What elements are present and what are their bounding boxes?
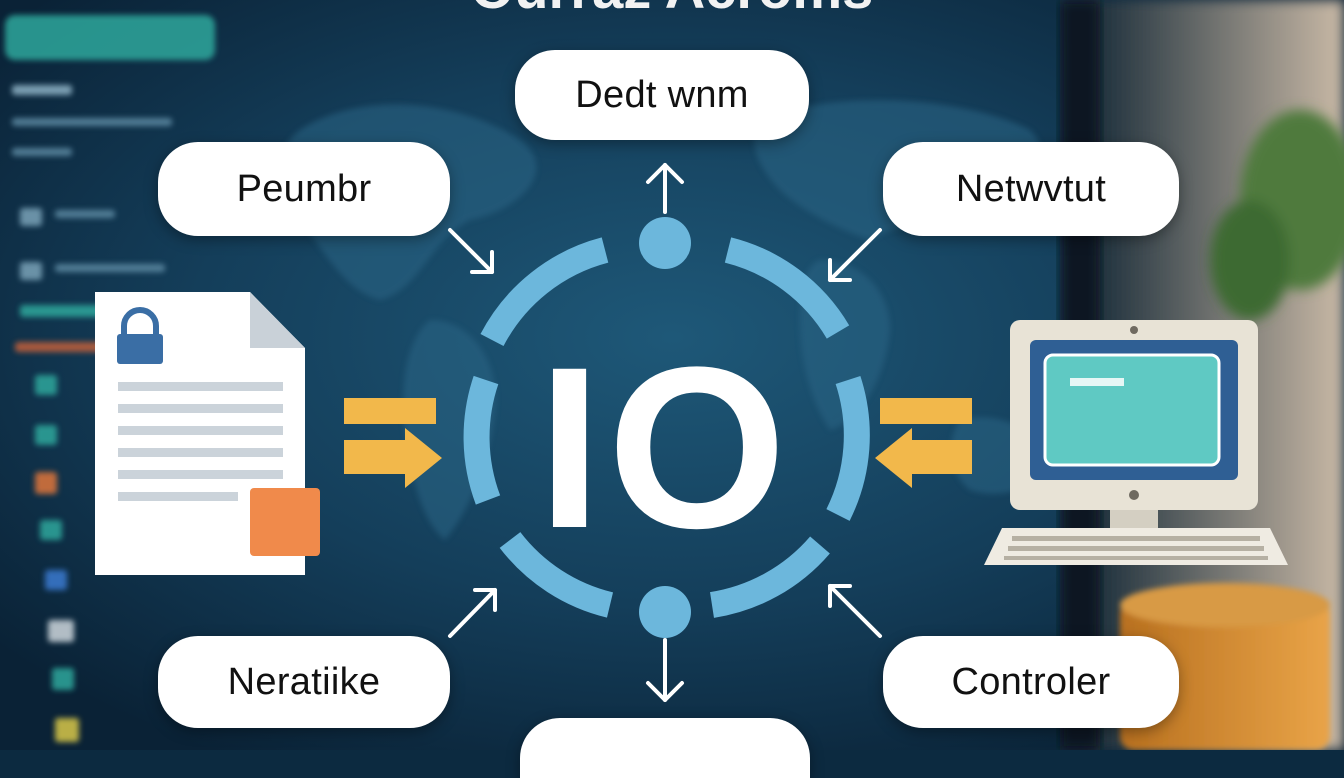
yellow-bar-right bbox=[880, 398, 972, 424]
yellow-bar-left bbox=[344, 398, 436, 424]
node-bottom-right-label: Controler bbox=[951, 660, 1111, 703]
arrow-bottom-left bbox=[448, 588, 497, 638]
yellow-arrow-right-pointing bbox=[344, 428, 442, 488]
arrow-down bbox=[646, 638, 684, 702]
node-bottom-right-pill: Controler bbox=[883, 636, 1179, 728]
node-top-label: Dedt wnm bbox=[575, 73, 749, 116]
center-label: IO bbox=[538, 319, 793, 576]
arrow-bottom-right bbox=[828, 584, 882, 638]
arrow-top-left bbox=[448, 228, 494, 274]
desktop-computer-icon bbox=[984, 320, 1288, 565]
node-top-pill: Dedt wnm bbox=[515, 50, 809, 140]
locked-document-icon bbox=[95, 292, 320, 575]
arrow-top-right bbox=[828, 228, 882, 282]
node-bottom-left-label: Neratiike bbox=[227, 660, 381, 703]
node-top-right-label: Netwvtut bbox=[955, 167, 1107, 210]
background-sidebar bbox=[5, 15, 215, 742]
yellow-arrows-left bbox=[344, 398, 442, 488]
center-ring bbox=[463, 237, 870, 618]
yellow-arrows-right bbox=[875, 398, 972, 488]
node-bottom-pill-partial bbox=[520, 718, 810, 778]
node-bottom-left-pill: Neratiike bbox=[158, 636, 450, 728]
header-title-partial: Ourraz Acroms bbox=[471, 0, 874, 20]
yellow-arrow-left-pointing bbox=[875, 428, 972, 488]
node-top-left-pill: Peumbr bbox=[158, 142, 450, 236]
ring-node-bottom bbox=[639, 586, 691, 638]
background-plant bbox=[1210, 110, 1344, 320]
document-badge bbox=[250, 488, 320, 556]
node-top-left-label: Peumbr bbox=[236, 167, 372, 210]
background-mug bbox=[1120, 583, 1330, 750]
node-top-right-pill: Netwvtut bbox=[883, 142, 1179, 236]
connector-arrows bbox=[448, 163, 882, 702]
arrow-up bbox=[646, 163, 684, 214]
lock-icon bbox=[117, 307, 163, 364]
ring-node-top bbox=[639, 217, 691, 269]
